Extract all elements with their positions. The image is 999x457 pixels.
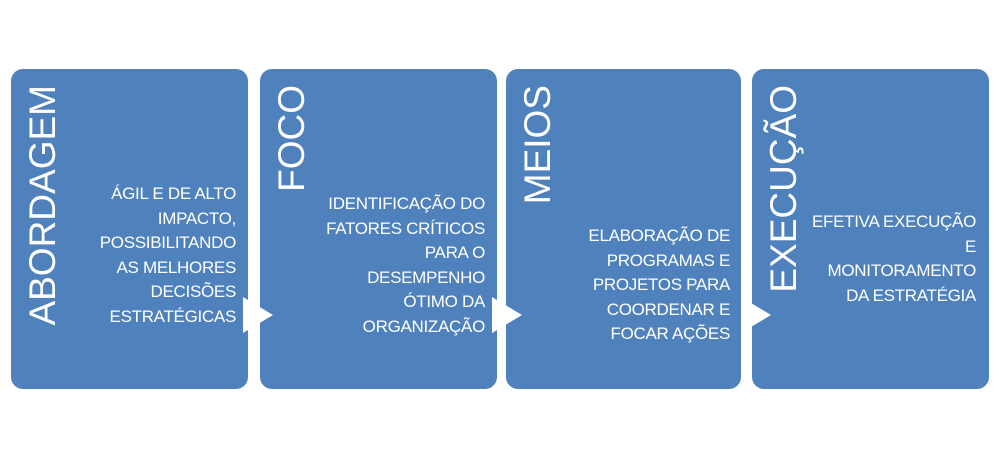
text-line: MONITORAMENTO bbox=[827, 261, 977, 281]
text-line: PARA O bbox=[424, 243, 486, 263]
text-line: DESEMPENHO bbox=[367, 267, 485, 287]
step-title: EXECUÇÃO bbox=[763, 85, 804, 293]
text-line: ELABORAÇÃO DE bbox=[588, 226, 730, 245]
text-line: DA ESTRATÉGIA bbox=[846, 285, 976, 305]
text-line: FOCAR AÇÕES bbox=[610, 324, 730, 344]
step-abordagem: ABORDAGEM ÁGIL E DE ALTO IMPACTO, POSSIB… bbox=[11, 69, 248, 389]
arrow-right-icon bbox=[243, 297, 273, 333]
text-line: IMPACTO, bbox=[157, 208, 237, 228]
text-line: EFETIVA EXECUÇÃO bbox=[812, 212, 976, 231]
text-line: IDENTIFICAÇÃO DO bbox=[328, 194, 485, 213]
step-title: FOCO bbox=[271, 85, 312, 192]
step-title: MEIOS bbox=[517, 85, 558, 205]
text-line: PROGRAMAS E bbox=[606, 250, 731, 270]
text-line: ESTRATÉGICAS bbox=[109, 306, 237, 326]
text-line: FATORES CRÍTICOS bbox=[326, 218, 485, 238]
step-description: ELABORAÇÃO DE PROGRAMAS E PROJETOS PARA … bbox=[588, 224, 730, 347]
step-title: ABORDAGEM bbox=[22, 85, 63, 326]
text-line: DECISÕES bbox=[150, 282, 237, 302]
text-line: ÓTIMO DA bbox=[403, 292, 485, 312]
text-line: E bbox=[964, 236, 976, 256]
step-execucao: EXECUÇÃO EFETIVA EXECUÇÃO E MONITORAMENT… bbox=[752, 69, 989, 389]
step-description: EFETIVA EXECUÇÃO E MONITORAMENTO DA ESTR… bbox=[812, 210, 976, 308]
text-line: ÁGIL E DE ALTO bbox=[111, 184, 236, 203]
step-meios: MEIOS ELABORAÇÃO DE PROGRAMAS E PROJETOS… bbox=[506, 69, 741, 389]
step-description: ÁGIL E DE ALTO IMPACTO, POSSIBILITANDO A… bbox=[99, 182, 237, 330]
text-line: ORGANIZAÇÃO bbox=[362, 316, 486, 336]
text-line: AS MELHORES bbox=[116, 257, 236, 277]
step-foco: FOCO IDENTIFICAÇÃO DO FATORES CRÍTICOS P… bbox=[260, 69, 497, 389]
text-line: POSSIBILITANDO bbox=[99, 233, 237, 253]
step-description: IDENTIFICAÇÃO DO FATORES CRÍTICOS PARA O… bbox=[326, 192, 485, 340]
text-line: PROJETOS PARA bbox=[592, 275, 730, 295]
arrow-right-icon bbox=[492, 297, 522, 333]
text-line: COORDENAR E bbox=[606, 299, 731, 319]
arrow-right-icon bbox=[741, 297, 771, 333]
